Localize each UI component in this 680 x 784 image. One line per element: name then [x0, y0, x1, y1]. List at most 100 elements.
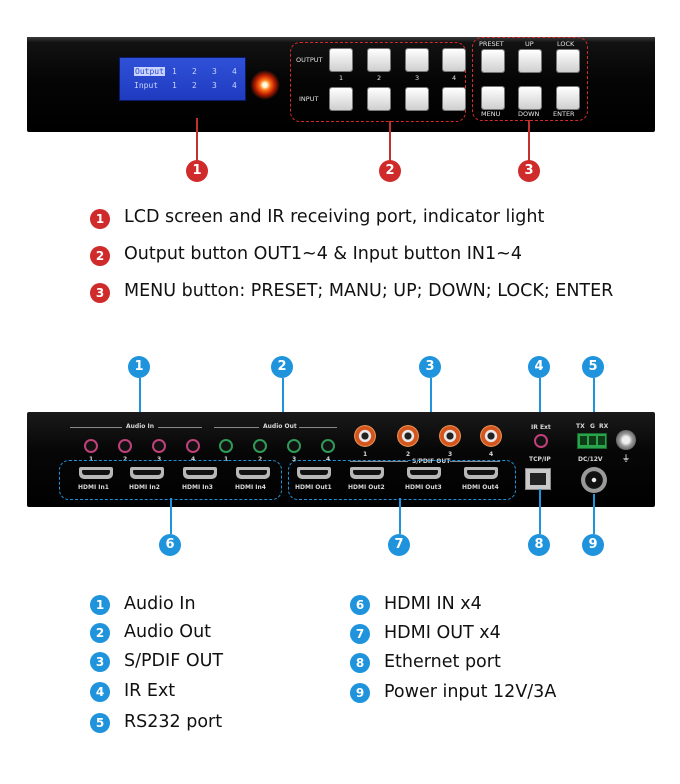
callout-marker-3: 3 [518, 160, 540, 182]
lcd-input-label: Input [134, 81, 159, 90]
spdif-rca-2[interactable] [397, 425, 419, 447]
callout-line-rs232 [593, 378, 595, 420]
jack-number: 4 [326, 456, 331, 463]
audio-out-rule-right [299, 427, 337, 428]
legend-number: 8 [350, 653, 370, 673]
lcd-output-label: Output [134, 67, 165, 76]
front-desc-text: Output button OUT1~4 & Input button IN1~… [124, 244, 522, 264]
lock-button[interactable] [557, 50, 579, 72]
spdif-rca-4[interactable] [480, 425, 502, 447]
audio-in-jack-4[interactable] [186, 439, 200, 453]
up-button[interactable] [519, 50, 541, 72]
jack-number: 2 [406, 451, 411, 458]
button-number: 1 [339, 74, 344, 82]
legend-number: 2 [90, 623, 110, 643]
hdmi-in-port-1[interactable] [79, 467, 113, 479]
input-button-1[interactable] [330, 88, 352, 110]
up-label: UP [525, 40, 534, 48]
spdif-rca-1[interactable] [354, 425, 376, 447]
jack-number: 2 [258, 456, 263, 463]
front-desc-number: 3 [90, 283, 110, 303]
hdmi-in-port-3[interactable] [183, 467, 217, 479]
jack-number: 3 [157, 456, 162, 463]
audio-out-label: Audio Out [263, 423, 297, 430]
jack-number: 1 [363, 451, 368, 458]
hdmi-in-group [59, 460, 282, 500]
callout-marker-ir-ext: 4 [528, 356, 550, 378]
tcp-ip-label: TCP/IP [529, 456, 551, 463]
jack-number: 2 [123, 456, 128, 463]
input-button-4[interactable] [443, 88, 465, 110]
enter-label: ENTER [553, 110, 575, 118]
callout-line-hdmi-out [399, 498, 401, 534]
jack-number: 4 [191, 456, 196, 463]
audio-out-jack-4[interactable] [321, 439, 335, 453]
callout-line-ethernet [539, 489, 541, 534]
jack-number: 1 [89, 456, 94, 463]
callout-line-audio-out [282, 378, 284, 420]
lcd-output-value: 2 [192, 67, 197, 76]
output-row-label: OUTPUT [296, 56, 323, 64]
dc-power-jack[interactable] [581, 467, 607, 493]
hdmi-in-port-4[interactable] [236, 467, 270, 479]
menu-label: MENU [481, 110, 501, 118]
lcd-row-output: Output 1 2 3 4 [134, 67, 242, 81]
hdmi-out-label: HDMI Out2 [348, 484, 385, 491]
enter-button[interactable] [557, 87, 579, 109]
hdmi-in-port-2[interactable] [130, 467, 164, 479]
output-button-3[interactable] [406, 49, 428, 71]
ethernet-port[interactable] [525, 468, 551, 490]
down-button[interactable] [519, 87, 541, 109]
audio-in-label: Audio In [126, 423, 154, 430]
hdmi-out-label: HDMI Out1 [295, 484, 332, 491]
legend-number: 9 [350, 683, 370, 703]
front-panel-bevel [27, 37, 655, 43]
callout-line-2 [389, 121, 391, 161]
hdmi-out-port-2[interactable] [350, 467, 384, 479]
hdmi-out-port-3[interactable] [407, 467, 441, 479]
callout-line-spdif [430, 378, 432, 420]
hdmi-in-label: HDMI In3 [182, 484, 213, 491]
hdmi-out-port-1[interactable] [297, 467, 331, 479]
lcd-row-input: Input 1 2 3 4 [134, 81, 242, 95]
callout-marker-1: 1 [186, 160, 208, 182]
legend-text: Power input 12V/3A [384, 682, 557, 702]
audio-in-rule-left [70, 427, 122, 428]
legend-text: S/PDIF OUT [124, 651, 224, 671]
spdif-out-label: S/PDIF OUT [412, 458, 451, 465]
audio-out-jack-2[interactable] [253, 439, 267, 453]
audio-in-jack-1[interactable] [84, 439, 98, 453]
callout-line-1 [196, 118, 198, 161]
output-button-4[interactable] [443, 49, 465, 71]
lcd-output-value: 1 [172, 67, 177, 76]
callout-marker-2: 2 [379, 160, 401, 182]
output-button-1[interactable] [330, 49, 352, 71]
menu-button[interactable] [482, 87, 504, 109]
audio-in-jack-3[interactable] [152, 439, 166, 453]
output-button-2[interactable] [368, 49, 390, 71]
callout-marker-power: 9 [582, 534, 604, 556]
input-button-2[interactable] [368, 88, 390, 110]
ir-ext-jack[interactable] [534, 434, 548, 448]
rs232-rx-label: RX [599, 423, 609, 430]
hdmi-out-group [288, 460, 516, 500]
jack-number: 3 [448, 451, 453, 458]
hdmi-in-label: HDMI In4 [235, 484, 266, 491]
button-number: 3 [415, 74, 420, 82]
audio-out-jack-3[interactable] [287, 439, 301, 453]
callout-line-3 [528, 120, 530, 161]
audio-in-jack-2[interactable] [118, 439, 132, 453]
spdif-rca-3[interactable] [439, 425, 461, 447]
legend-text: HDMI OUT x4 [384, 623, 501, 643]
rs232-tx-label: TX [576, 423, 585, 430]
legend-text: Ethernet port [384, 652, 501, 672]
callout-marker-ethernet: 8 [528, 534, 550, 556]
input-button-3[interactable] [406, 88, 428, 110]
preset-button[interactable] [482, 50, 504, 72]
callout-line-power [593, 494, 595, 534]
callout-line-hdmi-in [170, 498, 172, 534]
hdmi-out-port-4[interactable] [464, 467, 498, 479]
rs232-port[interactable] [577, 433, 607, 449]
jack-number: 1 [224, 456, 229, 463]
audio-out-jack-1[interactable] [219, 439, 233, 453]
